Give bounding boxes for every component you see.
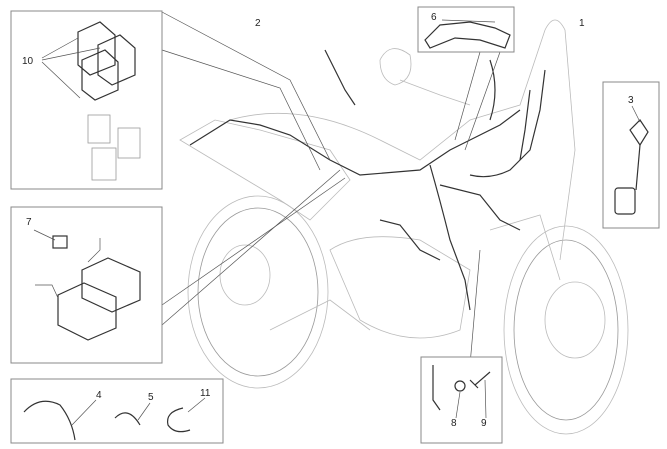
sensor-part — [614, 105, 649, 215]
callout-9: 9 — [481, 418, 487, 429]
callout-2: 2 — [255, 18, 261, 29]
relay-parts — [41, 21, 141, 181]
callout-5: 5 — [148, 392, 154, 403]
callout-1: 1 — [579, 18, 585, 29]
motorcycle-drawing — [179, 19, 629, 435]
relay-detail-box — [10, 10, 163, 190]
callout-8: 8 — [451, 418, 457, 429]
callout-7: 7 — [26, 217, 32, 228]
callout-10: 10 — [22, 56, 34, 67]
callout-11: 11 — [200, 388, 211, 399]
callout-3: 3 — [628, 95, 634, 106]
ground-parts — [432, 365, 491, 419]
callout-6: 6 — [431, 12, 437, 23]
clip-parts — [23, 397, 206, 441]
ground-detail-box — [420, 356, 503, 444]
sensor-detail-box — [602, 81, 660, 229]
bracket-part — [424, 19, 511, 49]
clips-detail-box — [10, 378, 224, 444]
fuse-box-parts — [33, 229, 141, 341]
callout-4: 4 — [96, 390, 102, 401]
